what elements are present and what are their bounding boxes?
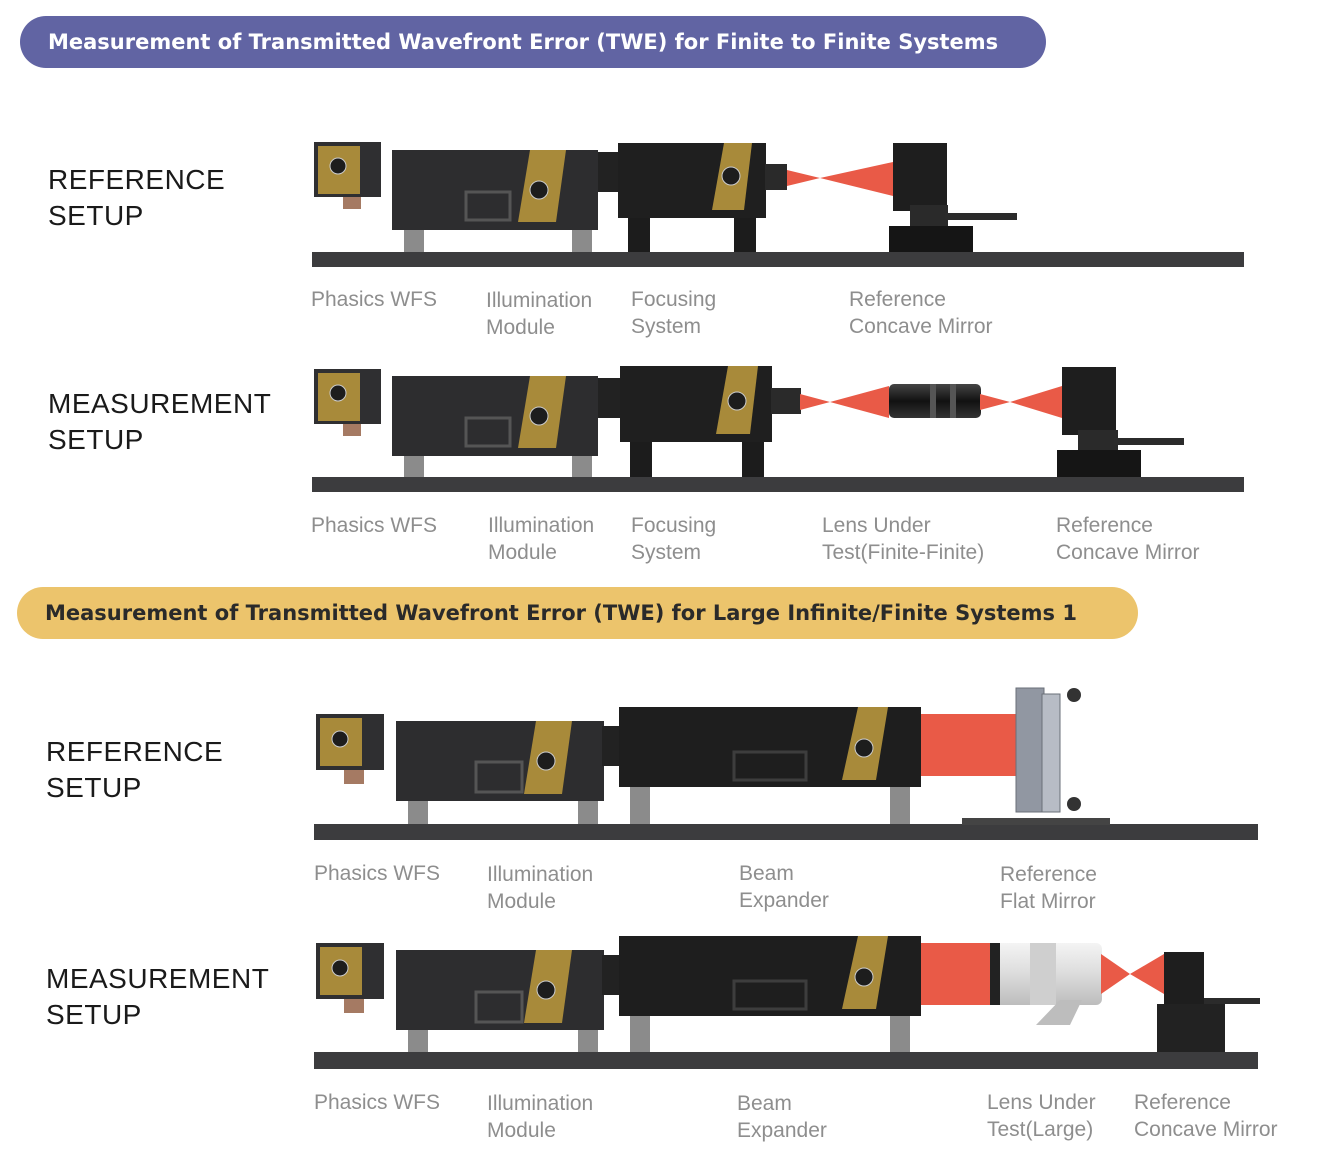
lens-under-test-device (990, 943, 1102, 1025)
focusing-system-device (598, 366, 801, 477)
laser-beam (830, 386, 889, 418)
setup-title-line: REFERENCE (48, 164, 226, 195)
laser-beam (820, 162, 893, 196)
laser-beam (1101, 954, 1130, 994)
banner-title: Measurement of Transmitted Wavefront Err… (48, 30, 999, 54)
optical-rail (314, 824, 1258, 840)
setup-title-line: REFERENCE (46, 736, 224, 767)
illumination-module-device (392, 150, 598, 252)
reference-concave-mirror-device (889, 143, 1017, 252)
setup-title-line: SETUP (46, 772, 142, 803)
laser-beam (921, 943, 991, 1005)
finite-systems-banner: Measurement of Transmitted Wavefront Err… (20, 16, 1046, 68)
optical-rail (314, 1052, 1258, 1069)
row2-measurement-setup (312, 366, 1244, 492)
setup-title-line: MEASUREMENT (46, 963, 270, 994)
phasics-wfs-device (314, 369, 381, 436)
label-phasics-wfs: Phasics WFS (314, 1091, 441, 1114)
row3-reference-setup (314, 687, 1258, 840)
setup-title-line: SETUP (48, 200, 144, 231)
illumination-module-device (392, 376, 598, 477)
lens-under-test-device (889, 384, 981, 418)
reference-concave-mirror-device (1157, 952, 1260, 1052)
optical-rail (312, 252, 1244, 267)
phasics-wfs-device (316, 714, 384, 784)
reference-setup-title: REFERENCE SETUP (48, 162, 225, 234)
measurement-setup-title: MEASUREMENT SETUP (48, 386, 271, 458)
setup-title-line: MEASUREMENT (48, 388, 272, 419)
laser-beam (980, 394, 1010, 410)
laser-beam (800, 394, 830, 410)
large-systems-banner: Measurement of Transmitted Wavefront Err… (17, 587, 1138, 639)
focusing-system-device (598, 143, 787, 252)
reference-flat-mirror-device (962, 687, 1110, 825)
illumination-module-device (396, 950, 604, 1052)
label-phasics-wfs: Phasics WFS (311, 288, 438, 311)
row4-measurement-setup (314, 936, 1260, 1069)
phasics-wfs-device (314, 142, 381, 209)
row1-reference-setup (312, 142, 1244, 267)
phasics-wfs-device (316, 943, 384, 1013)
laser-beam (921, 714, 1017, 776)
laser-beam (787, 170, 820, 186)
measurement-setup-title: MEASUREMENT SETUP (46, 961, 269, 1033)
setup-title-line: SETUP (46, 999, 142, 1030)
label-phasics-wfs: Phasics WFS (314, 862, 441, 885)
beam-expander-device (602, 707, 921, 824)
illumination-module-device (396, 721, 604, 824)
laser-beam (1130, 954, 1164, 994)
label-phasics-wfs: Phasics WFS (311, 514, 438, 537)
banner-title: Measurement of Transmitted Wavefront Err… (45, 601, 1077, 625)
laser-beam (1010, 386, 1062, 418)
optical-rail (312, 477, 1244, 492)
beam-expander-device (602, 936, 921, 1052)
reference-setup-title: REFERENCE SETUP (46, 734, 223, 806)
setup-title-line: SETUP (48, 424, 144, 455)
reference-concave-mirror-device (1057, 367, 1184, 477)
